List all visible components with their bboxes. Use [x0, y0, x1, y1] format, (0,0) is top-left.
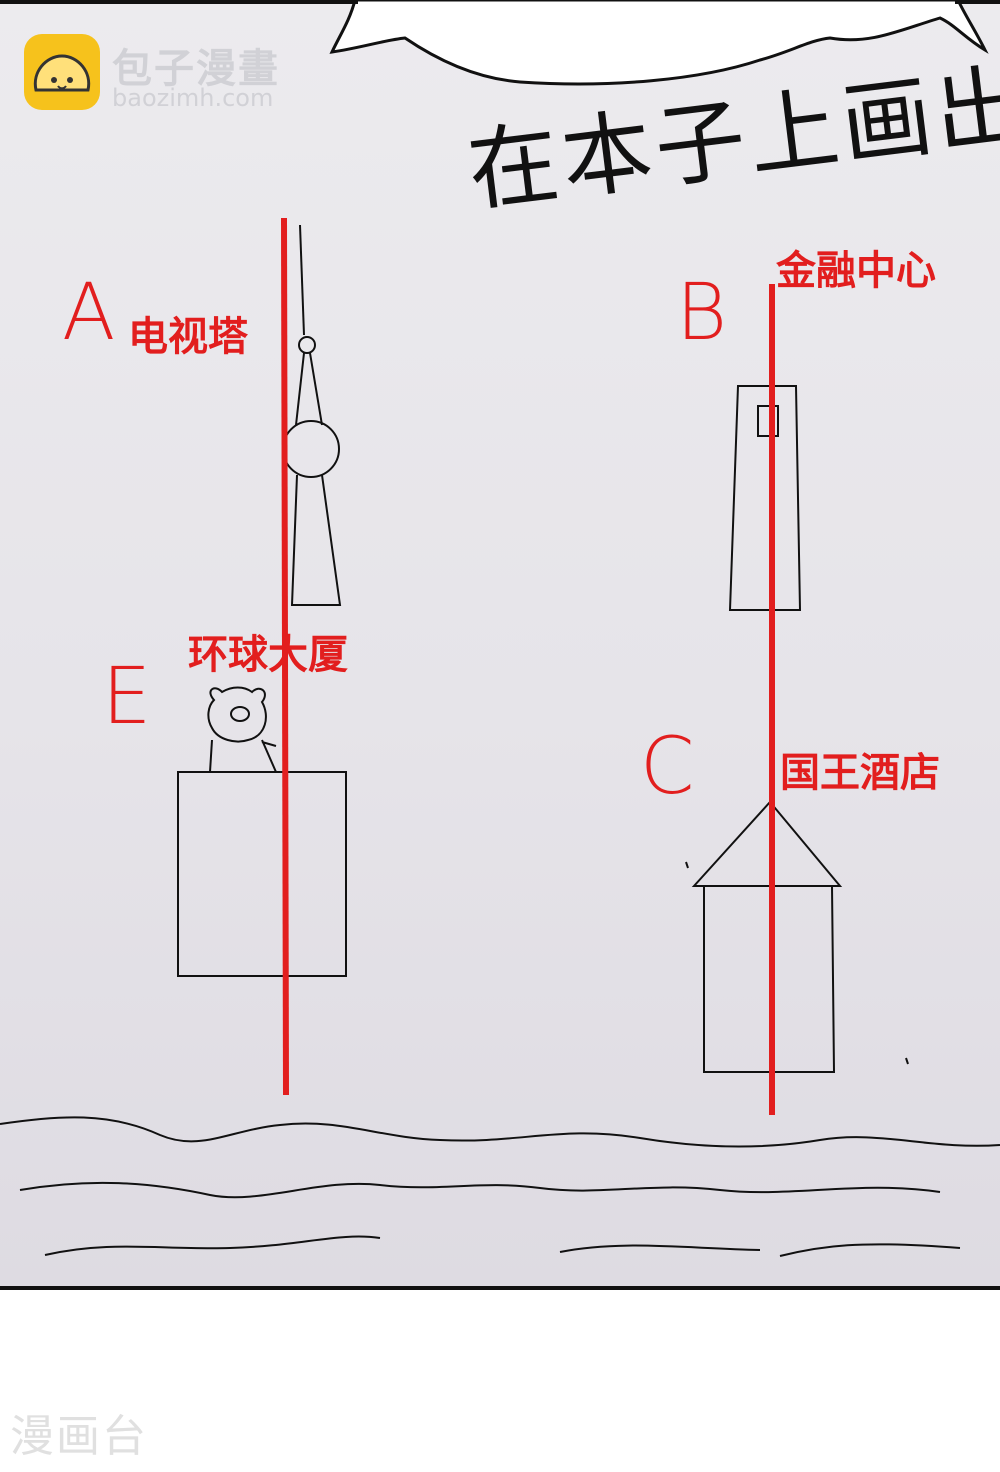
- brand-url: baozimh.com: [112, 84, 274, 112]
- speech-bubble: [329, 0, 989, 86]
- brand-logo: [24, 34, 100, 110]
- red-line-left: [281, 217, 289, 1096]
- label-global-building: 环球大厦: [188, 632, 348, 678]
- label-letter-e: E: [102, 652, 152, 742]
- sketch-drawing: [0, 0, 1000, 1257]
- brand-name: 包子漫畫: [112, 46, 280, 92]
- bun-face-icon: [33, 54, 91, 92]
- footer-watermark: 漫画台: [10, 1411, 148, 1462]
- label-tv-tower: 电视塔: [128, 314, 248, 360]
- e-building-drawing: [177, 686, 347, 977]
- label-king-hotel: 国王酒店: [780, 750, 940, 796]
- label-letter-b: B: [676, 268, 728, 358]
- comic-panel: 包子漫畫 baozimh.com 在本子上画出 A 电视塔 B 金融中心 E 环…: [0, 0, 1000, 1290]
- financial-center-drawing: [728, 385, 802, 611]
- ground-waves: [0, 1116, 1000, 1257]
- label-financial-center: 金融中心: [776, 248, 936, 294]
- tv-tower-drawing: [282, 224, 342, 606]
- label-letter-c: C: [640, 722, 695, 812]
- label-letter-a: A: [62, 268, 116, 358]
- hotel-drawing: [685, 800, 909, 1073]
